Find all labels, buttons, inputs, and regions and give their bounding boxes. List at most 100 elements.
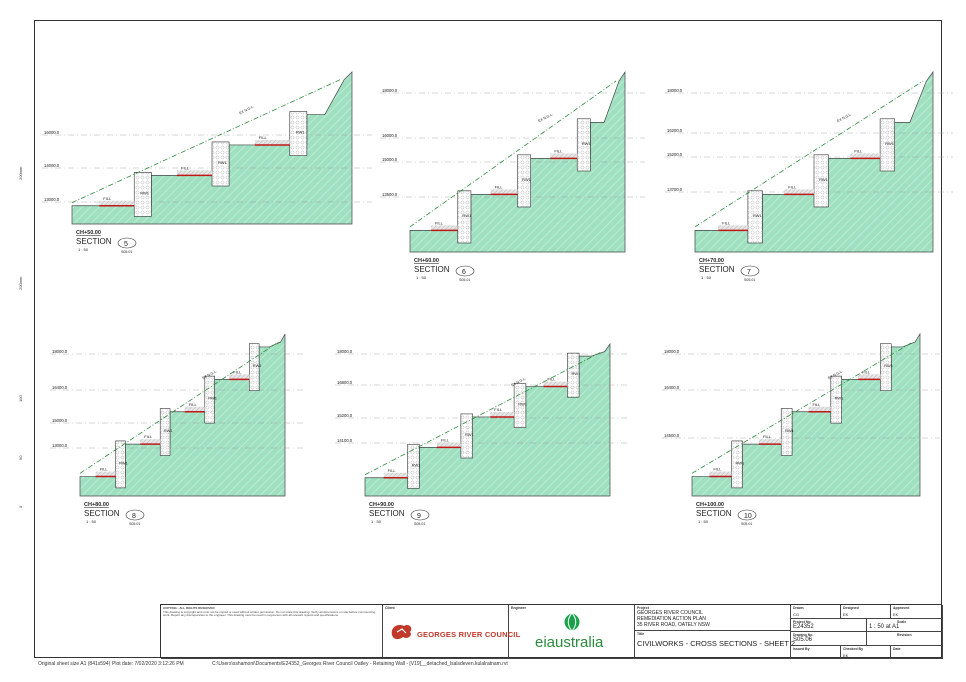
fill-label: FILL: [441, 437, 450, 442]
retaining-wall: [880, 343, 892, 392]
fill-zone: [490, 411, 515, 417]
section-number: 7: [747, 269, 751, 276]
retaining-wall: [830, 375, 842, 424]
approved-label: Approved: [893, 606, 910, 610]
section-scale: 1 : 50: [416, 275, 427, 280]
section-title: SECTION: [696, 509, 732, 518]
level-label: 15200.0: [337, 413, 353, 418]
fill-label: FILL: [181, 165, 190, 170]
fill-zone: [858, 374, 881, 380]
ngl-label: EX N.G.L.: [239, 104, 255, 115]
revision-label: Revision: [897, 633, 912, 637]
drawn-value: CG: [793, 612, 799, 617]
section-number: 5: [124, 241, 128, 248]
fill-label: FILL: [494, 407, 503, 412]
fill-label: FILL: [763, 434, 772, 439]
project-no-value: E24352: [793, 624, 814, 630]
client-label: Client: [385, 606, 395, 610]
ruler-mark: 50: [18, 455, 23, 460]
project-no-label: Project No.: [793, 620, 812, 624]
level-label: 18000.0: [664, 349, 680, 354]
engineer-panel: Engineer eiaustralia: [509, 605, 635, 659]
title-panel: Title CIVILWORKS - CROSS SECTIONS - SHEE…: [635, 631, 795, 659]
level-label: 14100.0: [337, 438, 353, 443]
date-label: Date: [893, 647, 901, 651]
retaining-wall: [457, 190, 472, 244]
level-label: 14500.0: [664, 433, 680, 438]
retaining-wall-label: RW1: [582, 141, 592, 146]
level-label: 15000.0: [52, 418, 68, 423]
section-ref: S05.01: [121, 250, 132, 254]
retaining-wall-label: RW1: [119, 460, 129, 465]
retaining-wall-label: RW1: [735, 460, 745, 465]
section-title: SECTION: [414, 265, 450, 274]
level-label: 18000.0: [52, 349, 68, 354]
chainage-label: CH+80.00: [84, 502, 109, 508]
retaining-wall: [517, 154, 531, 208]
section-tag: [455, 265, 475, 277]
section-9: 18000.016800.015200.014100.0RW1FILLRW1FI…: [335, 342, 630, 526]
eiaustralia-logo-icon: [564, 612, 580, 632]
chainage-label: CH+70.00: [699, 258, 724, 264]
checked-value: EK: [843, 653, 849, 658]
retaining-wall-label: RW1: [218, 160, 228, 165]
retaining-wall: [115, 440, 126, 489]
fill-zone: [490, 189, 518, 195]
level-label: 14000.0: [44, 163, 60, 168]
fill-label: FILL: [713, 467, 722, 472]
project-label: Project: [637, 606, 649, 610]
section-number: 10: [744, 513, 752, 520]
section-scale: 1 : 50: [698, 519, 709, 524]
sheet-border: [34, 20, 942, 658]
fill-label: FILL: [862, 369, 871, 374]
section-number: 8: [132, 513, 136, 520]
notes-heading: COPYING - ALL RIGHTS RESERVED: [163, 606, 215, 610]
fill-zone: [543, 381, 568, 387]
retaining-wall-label: RW1: [465, 432, 475, 437]
fill-label: FILL: [103, 196, 112, 201]
ngl-label: EX N.G.L.: [827, 369, 843, 380]
fill-zone: [140, 439, 161, 445]
retaining-wall-label: RW1: [753, 213, 763, 218]
client-name: GEORGES RIVER COUNCIL: [417, 630, 521, 639]
level-label: 15000.0: [382, 157, 398, 162]
level-label: 15200.0: [667, 152, 683, 157]
drawing-no-label: Drawing No.: [793, 633, 814, 637]
level-label: 18000.0: [337, 349, 353, 354]
fill-label: FILL: [435, 220, 444, 225]
section-10: 18000.016400.014500.0RW1FILLRW1FILLRW1FI…: [662, 332, 940, 526]
drawn-label: Drawn: [793, 606, 804, 610]
scale-label: Scale: [897, 620, 907, 624]
retaining-wall-label: RW1: [884, 363, 894, 368]
section-tag: [740, 265, 760, 277]
retaining-wall: [731, 440, 743, 489]
retaining-wall-label: RW1: [819, 177, 829, 182]
fill-label: FILL: [554, 148, 563, 153]
drawn-cell: Drawn CG: [791, 605, 841, 619]
retaining-wall-label: RW1: [522, 177, 532, 182]
retaining-wall: [249, 343, 260, 392]
designed-value: EK: [843, 612, 849, 617]
level-label: 16400.0: [664, 385, 680, 390]
section-tag: [410, 509, 430, 521]
chainage-label: CH+50.00: [76, 230, 101, 236]
level-label: 13000.0: [52, 443, 68, 448]
title-label: Title: [637, 632, 645, 636]
engineer-label: Engineer: [511, 606, 526, 610]
retaining-wall-label: RW1: [140, 190, 150, 195]
section-title: SECTION: [369, 509, 405, 518]
section-number: 9: [417, 513, 421, 520]
fill-label: FILL: [495, 184, 504, 189]
fill-zone: [850, 153, 881, 159]
fill-zone: [383, 472, 408, 478]
section-6: 18000.016000.015000.013500.0RW1FILLRW1FI…: [380, 70, 645, 282]
existing-ground-line: [409, 80, 617, 228]
fill-zone: [229, 374, 250, 380]
ruler-mark: 100: [18, 395, 23, 402]
ngl-label: EX N.G.L.: [511, 376, 527, 387]
client-panel: Client GEORGES RIVER COUNCIL: [383, 605, 520, 659]
fill-zone: [436, 442, 461, 448]
retaining-wall: [576, 118, 591, 172]
